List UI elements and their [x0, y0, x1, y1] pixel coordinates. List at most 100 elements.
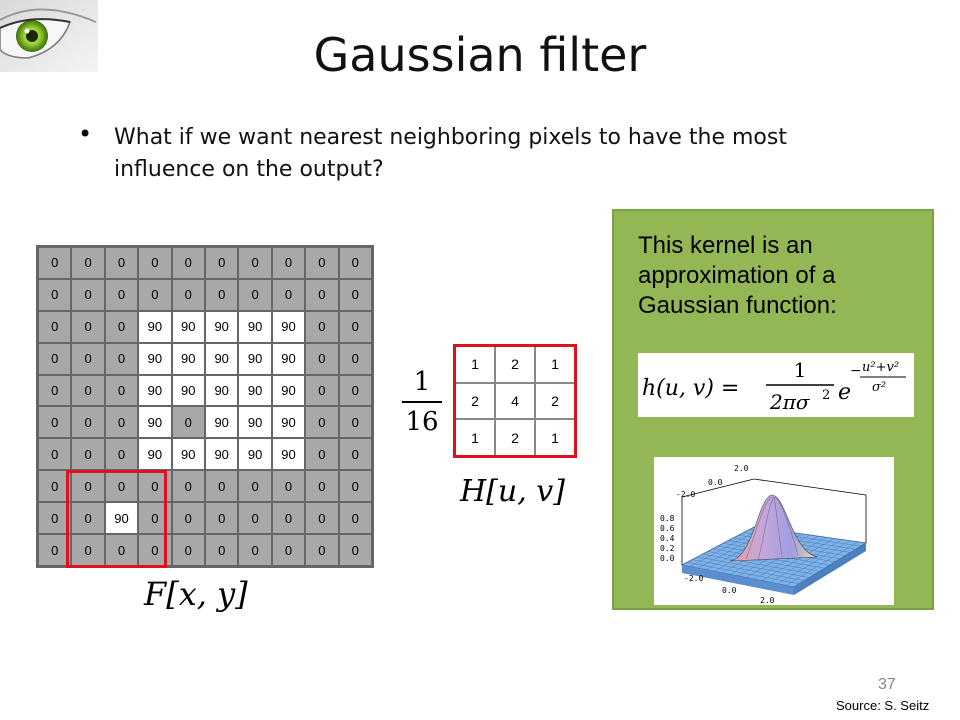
grid-cell: 90	[205, 343, 238, 374]
source-credit: Source: S. Seitz	[836, 698, 930, 713]
grid-cell: 90	[139, 407, 171, 438]
grid-cell: 0	[339, 311, 371, 342]
grid-cell: 0	[72, 407, 104, 438]
kernel-cell: 1	[456, 347, 494, 382]
formula-exponent-num: u²+v²	[862, 360, 899, 375]
svg-text:−: −	[850, 363, 862, 379]
grid-cell: 0	[205, 503, 238, 534]
grid-cell: 0	[272, 503, 305, 534]
mesh-line	[761, 538, 835, 581]
grid-cell: 90	[239, 311, 271, 342]
z-tick: 0.8	[660, 514, 675, 523]
grid-cell: 0	[105, 535, 138, 565]
callout-box: This kernel is an approximation of a Gau…	[612, 209, 934, 610]
grid-cell: 0	[39, 248, 71, 278]
grid-cell: 0	[105, 343, 138, 374]
grid-cell: 0	[139, 248, 171, 278]
plot-side-right	[794, 543, 866, 595]
grid-cell: 90	[139, 311, 171, 342]
back-tick: 2.0	[734, 464, 749, 473]
formula-exponent-den: σ²	[872, 380, 886, 395]
grid-cell: 0	[39, 343, 71, 374]
grid-cell: 0	[306, 375, 338, 406]
grid-cell: 90	[172, 311, 204, 342]
grid-cell: 0	[105, 407, 138, 438]
grid-cell: 0	[272, 279, 305, 310]
grid-cell: 0	[205, 471, 238, 502]
formula-denominator: 2πσ	[769, 390, 811, 414]
grid-cell: 0	[339, 471, 371, 502]
grid-cell: 0	[306, 279, 338, 310]
grid-cell: 90	[205, 311, 238, 342]
formula-numerator: 1	[794, 358, 807, 382]
kernel-normalizer: 1 16	[402, 365, 442, 439]
z-tick: 0.0	[660, 554, 675, 563]
grid-cell: 0	[72, 471, 104, 502]
slide-title: Gaussian filter	[313, 28, 647, 82]
kernel-label: H[u, v]	[460, 474, 565, 509]
grid-cell: 0	[306, 503, 338, 534]
grid-cell: 0	[239, 279, 271, 310]
grid-cell: 0	[172, 503, 204, 534]
grid-cell: 0	[72, 503, 104, 534]
gaussian-surface-plot: 0.8 0.6 0.4 0.2 0.0 2.0 0.0 -2.0 -2.0 0.…	[654, 457, 894, 605]
grid-cell: 0	[339, 343, 371, 374]
grid-cell: 0	[105, 471, 138, 502]
grid-cell: 90	[239, 343, 271, 374]
grid-cell: 0	[272, 535, 305, 565]
plot-side-left	[682, 565, 794, 595]
z-tick: 0.2	[660, 544, 675, 553]
callout-text: This kernel is an approximation of a Gau…	[638, 232, 837, 319]
grid-cell: 0	[205, 248, 238, 278]
grid-cell: 0	[105, 248, 138, 278]
grid-cell: 0	[105, 375, 138, 406]
grid-cell: 0	[272, 471, 305, 502]
kernel-cell: 2	[536, 383, 574, 419]
grid-cell: 0	[105, 439, 138, 470]
grid-cell: 0	[339, 375, 371, 406]
grid-cell: 0	[306, 311, 338, 342]
grid-cell: 90	[139, 343, 171, 374]
grid-cell: 90	[239, 439, 271, 470]
back-tick: 0.0	[708, 478, 723, 487]
grid-cell: 0	[39, 471, 71, 502]
grid-cell: 90	[172, 375, 204, 406]
formula-lhs: h(u, v) =	[642, 376, 739, 401]
grid-cell: 0	[72, 535, 104, 565]
kernel-cell: 4	[496, 383, 534, 419]
grid-cell: 90	[272, 439, 305, 470]
grid-cell: 0	[39, 311, 71, 342]
grid-cell: 0	[239, 471, 271, 502]
grid-cell: 0	[72, 311, 104, 342]
mesh-line	[777, 540, 851, 585]
grid-cell: 0	[306, 407, 338, 438]
mesh-line	[785, 541, 859, 586]
bullet-text: What if we want nearest neighboring pixe…	[114, 125, 787, 182]
front-tick: -2.0	[684, 574, 703, 583]
grid-cell: 0	[239, 535, 271, 565]
eye-logo	[0, 0, 98, 72]
grid-cell: 90	[272, 375, 305, 406]
grid-cell: 0	[39, 407, 71, 438]
back-tick: -2.0	[676, 490, 695, 499]
grid-cell: 0	[105, 311, 138, 342]
grid-cell: 90	[172, 343, 204, 374]
grid-cell: 0	[39, 279, 71, 310]
grid-cell: 90	[239, 375, 271, 406]
kernel-cell: 1	[536, 347, 574, 382]
formula-denominator-sup: 2	[822, 388, 830, 403]
grid-cell: 90	[139, 439, 171, 470]
grid-cell: 0	[205, 535, 238, 565]
image-label: F[x, y]	[144, 575, 248, 613]
kernel-cell: 2	[456, 383, 494, 419]
grid-cell: 90	[105, 503, 138, 534]
grid-cell: 0	[306, 471, 338, 502]
grid-cell: 0	[172, 407, 204, 438]
grid-cell: 0	[339, 503, 371, 534]
grid-cell: 0	[72, 375, 104, 406]
gaussian-bell	[729, 494, 819, 562]
kernel-cell: 2	[496, 347, 534, 382]
z-tick: 0.6	[660, 524, 675, 533]
grid-cell: 0	[72, 279, 104, 310]
grid-cell: 0	[39, 439, 71, 470]
